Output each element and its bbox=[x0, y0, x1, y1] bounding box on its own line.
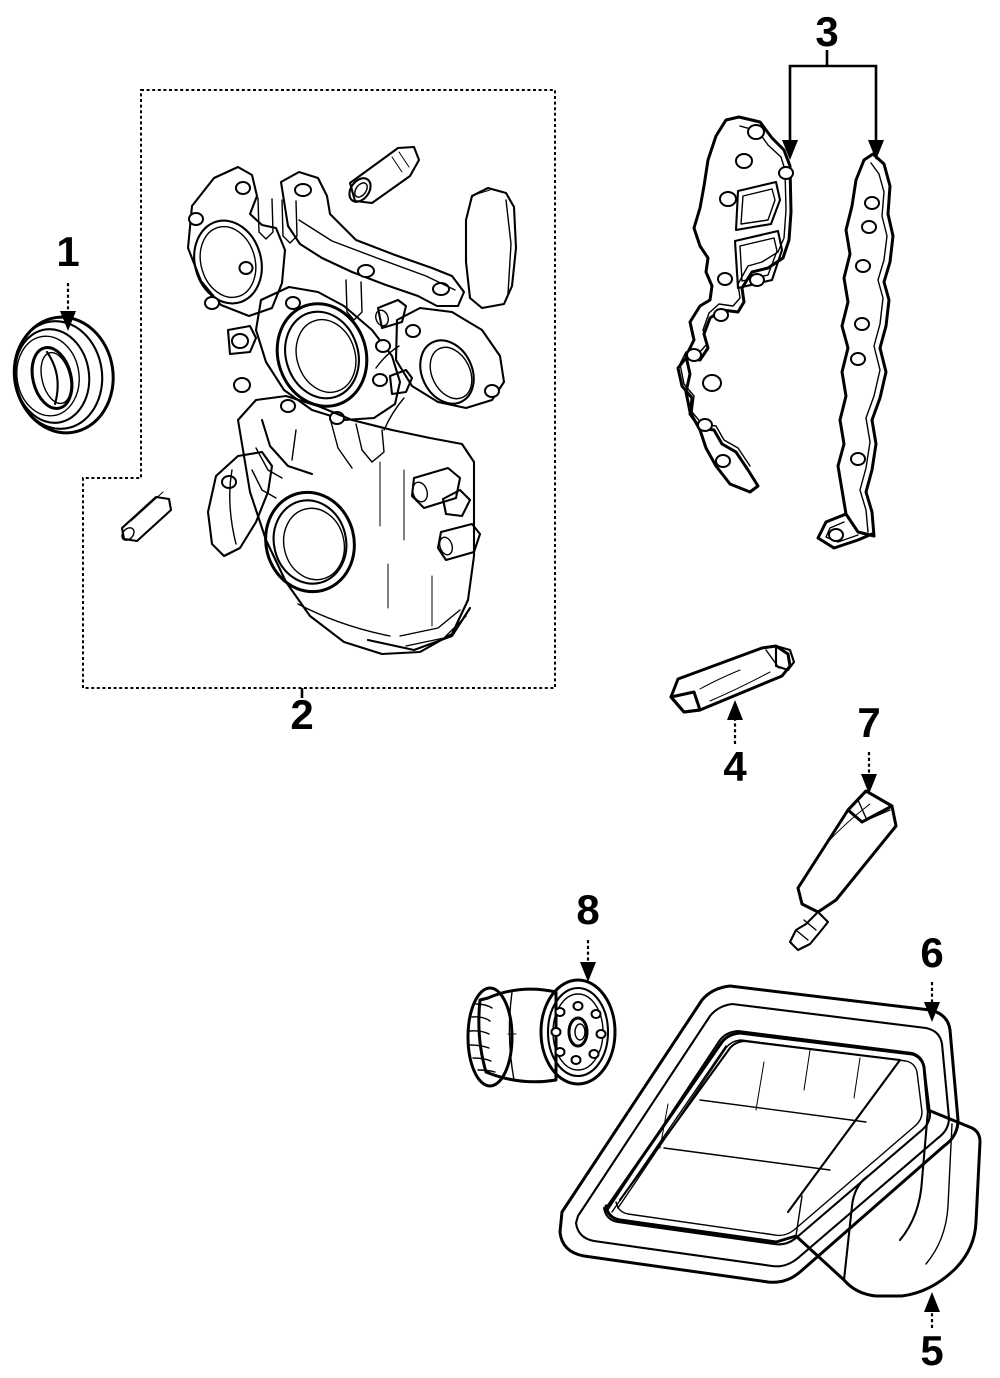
callout-label-1: 1 bbox=[56, 228, 79, 275]
callout-5: 5 bbox=[920, 1292, 944, 1374]
callout-label-5: 5 bbox=[920, 1327, 943, 1374]
callout-label-3: 3 bbox=[815, 8, 838, 55]
callout-7: 7 bbox=[857, 699, 881, 794]
part-oil-pan bbox=[604, 1031, 982, 1298]
callout-label-2: 2 bbox=[290, 691, 313, 738]
callout-8: 8 bbox=[576, 886, 600, 982]
part-gasket-left bbox=[676, 115, 794, 494]
group-box-timing-cover bbox=[82, 89, 556, 689]
callout-1: 1 bbox=[56, 228, 80, 331]
callout-3: 3 bbox=[815, 8, 839, 66]
part-cylindrical-fitting bbox=[348, 145, 421, 205]
part-sealant-tube-7 bbox=[788, 789, 898, 952]
callout-2: 2 bbox=[290, 688, 314, 738]
callout-label-6: 6 bbox=[920, 929, 943, 976]
callout-6: 6 bbox=[920, 929, 944, 1022]
part-oil-pan-gasket bbox=[558, 984, 960, 1284]
part-timing-cover bbox=[186, 165, 506, 656]
part-gasket-right bbox=[816, 152, 895, 550]
part-sealant-tube-4 bbox=[669, 644, 796, 714]
callout-4: 4 bbox=[723, 700, 747, 790]
part-dowel-pin bbox=[120, 491, 173, 543]
part-oil-seal bbox=[12, 315, 115, 435]
callout-label-4: 4 bbox=[723, 743, 747, 790]
callout-label-8: 8 bbox=[576, 886, 599, 933]
gasket-bracket bbox=[782, 64, 884, 160]
part-cover-plate bbox=[464, 186, 518, 310]
part-oil-filter bbox=[466, 978, 617, 1088]
callout-label-7: 7 bbox=[857, 699, 880, 746]
